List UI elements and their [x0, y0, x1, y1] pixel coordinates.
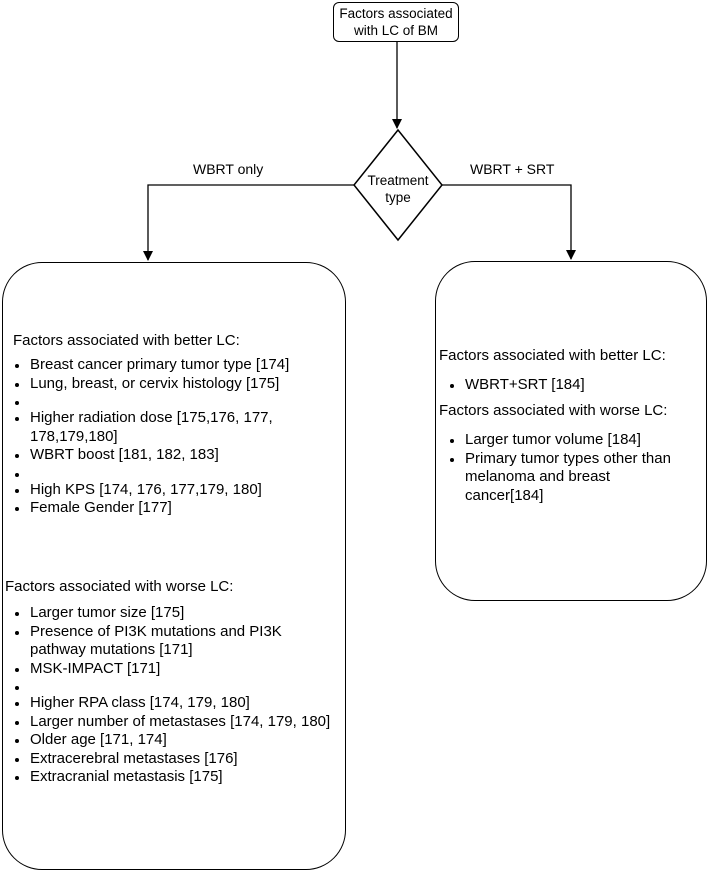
wbrt-srt-panel	[435, 261, 707, 601]
right-worse-heading: Factors associated with worse LC:	[439, 402, 668, 419]
list-item: High KPS [174, 176, 177,179, 180]	[0, 481, 334, 500]
list-spacer	[0, 678, 334, 694]
wbrt-only-panel	[2, 262, 346, 870]
right-branch-arrow	[442, 184, 576, 260]
left-branch-arrow	[143, 184, 354, 261]
list-spacer	[0, 393, 334, 409]
decision-label-line1: Treatment	[367, 173, 429, 188]
edge-label-right: WBRT + SRT	[470, 161, 555, 177]
left-worse-heading: Factors associated with worse LC:	[5, 578, 234, 595]
list-item: Higher radiation dose [175,176, 177, 178…	[0, 409, 334, 446]
list-item: Primary tumor types other than melanoma …	[435, 450, 697, 506]
list-item: Higher RPA class [174, 179, 180]	[0, 694, 334, 713]
list-item: Female Gender [177]	[0, 499, 334, 518]
root-node-line1: Factors associated	[339, 6, 453, 21]
list-item: Presence of PI3K mutations and PI3K path…	[0, 623, 334, 660]
list-item: Lung, breast, or cervix histology [175]	[0, 375, 334, 394]
list-item: Breast cancer primary tumor type [174]	[0, 356, 334, 375]
list-item: WBRT+SRT [184]	[435, 376, 697, 395]
list-item: Larger number of metastases [174, 179, 1…	[0, 713, 334, 732]
list-item: Extracerebral metastases [176]	[0, 750, 334, 769]
list-spacer	[0, 465, 334, 481]
left-better-heading: Factors associated with better LC:	[13, 332, 240, 349]
decision-label-line2: type	[385, 190, 411, 205]
decision-label: Treatment type	[352, 172, 444, 206]
list-item: Larger tumor volume [184]	[435, 431, 697, 450]
edge-label-left: WBRT only	[193, 161, 264, 177]
list-item: MSK-IMPACT [171]	[0, 660, 334, 679]
right-better-list: WBRT+SRT [184]	[435, 376, 697, 395]
list-item: Older age [171, 174]	[0, 731, 334, 750]
root-node: Factors associated with LC of BM	[333, 2, 459, 42]
root-node-line2: with LC of BM	[353, 23, 439, 38]
list-item: Larger tumor size [175]	[0, 604, 334, 623]
left-better-list: Breast cancer primary tumor type [174] L…	[0, 356, 334, 518]
left-worse-list: Larger tumor size [175] Presence of PI3K…	[0, 604, 334, 787]
right-worse-list: Larger tumor volume [184] Primary tumor …	[435, 431, 697, 505]
list-item: Extracranial metastasis [175]	[0, 768, 334, 787]
right-better-heading: Factors associated with better LC:	[439, 347, 666, 364]
decision-diamond	[353, 128, 443, 242]
list-item: WBRT boost [181, 182, 183]	[0, 446, 334, 465]
